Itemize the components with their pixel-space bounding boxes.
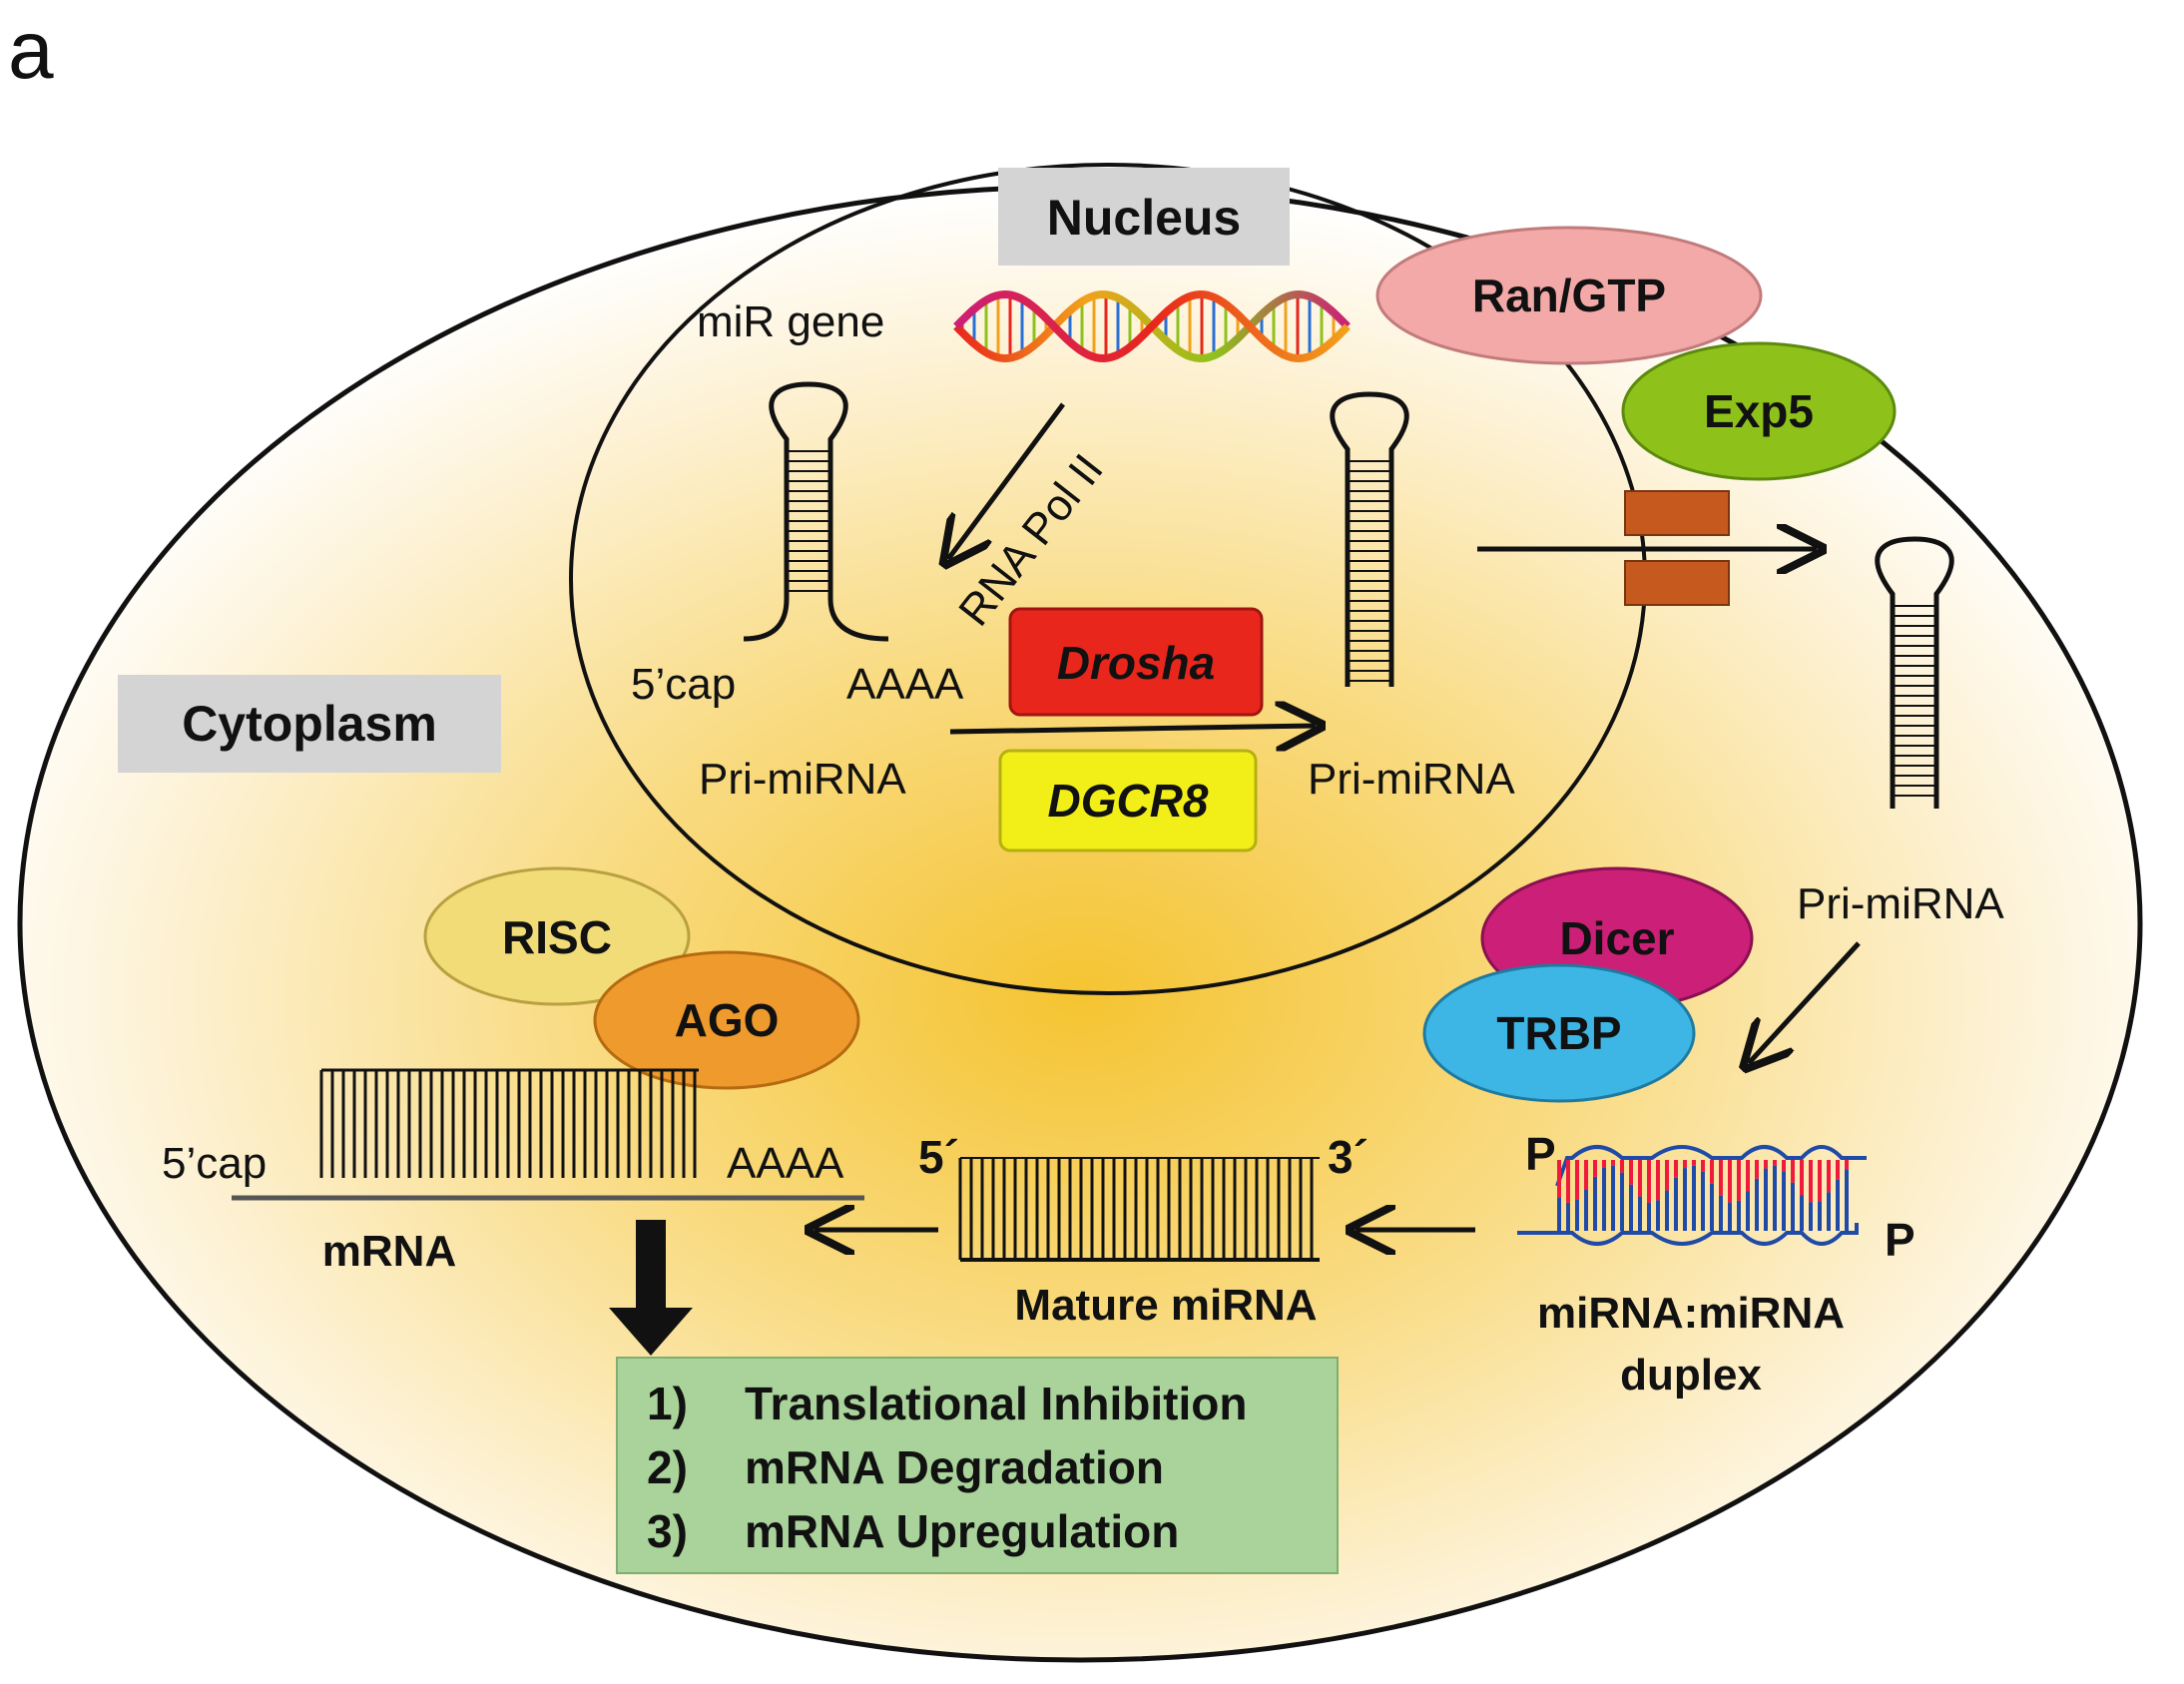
- exp5-protein: Exp5: [1621, 341, 1897, 481]
- five-prime-label: 5´: [918, 1131, 959, 1183]
- ran-gtp-protein: Ran/GTP: [1375, 226, 1763, 365]
- cytoplasm-label-text: Cytoplasm: [182, 696, 437, 752]
- pri-mirna-hairpin-3: [1875, 536, 1954, 809]
- exp5-label: Exp5: [1704, 385, 1814, 437]
- dna-strand-b: [953, 289, 1351, 363]
- drosha-shape: [1008, 607, 1264, 717]
- duplex-label-line1: miRNA:miRNA: [1537, 1289, 1845, 1338]
- pri-mirna-label-2: Pri-miRNA: [1308, 755, 1515, 804]
- outcome-number-1: 1): [647, 1378, 688, 1429]
- outcome-arrow-shaft: [636, 1220, 666, 1310]
- nuclear-pore-bottom: [1624, 560, 1730, 606]
- phosphate-label-top: P: [1525, 1128, 1556, 1180]
- trbp-protein: TRBP: [1422, 963, 1696, 1103]
- nucleus-label-text: Nucleus: [1047, 190, 1242, 246]
- pri-mirna-label-3: Pri-miRNA: [1797, 879, 2004, 928]
- hairpin-backbone: [1330, 391, 1409, 687]
- transcription-arrow: [948, 402, 1066, 559]
- mrna-cap-label: 5’cap: [162, 1139, 267, 1188]
- phosphate-label-bottom: P: [1885, 1214, 1915, 1266]
- nucleus-label: Nucleus: [998, 168, 1290, 266]
- dna-helix-icon: [953, 289, 1351, 363]
- cytoplasm-label-box: [118, 675, 501, 773]
- outcome-arrow-head: [609, 1308, 693, 1356]
- hairpin-backbone: [769, 381, 848, 599]
- outcome-text-2: mRNA Degradation: [745, 1441, 1164, 1493]
- dicer-processing-arrow: [1749, 941, 1861, 1063]
- pri-mirna-hairpin-2: [1330, 391, 1409, 687]
- mature-mirna: [958, 1157, 1320, 1262]
- outcomes-box-bg: [616, 1357, 1339, 1574]
- duplex-guide-strand: [1555, 1145, 1867, 1187]
- dicer-label: Dicer: [1559, 912, 1674, 964]
- three-prime-label: 3´: [1328, 1131, 1368, 1183]
- mrna-label: mRNA: [322, 1227, 456, 1276]
- pri-mirna-label-1: Pri-miRNA: [699, 755, 906, 804]
- drosha-processing-arrow: [949, 726, 1316, 732]
- exp5-shape: [1621, 341, 1897, 481]
- panel-label: a: [8, 5, 54, 96]
- nucleus-label-box: [998, 168, 1290, 266]
- cytoplasm-label: Cytoplasm: [118, 675, 501, 773]
- dgcr8-shape: [998, 749, 1258, 852]
- polya-label-1: AAAA: [846, 660, 964, 709]
- drosha-label: Drosha: [1057, 637, 1215, 689]
- hairpin-tail-5p: [743, 598, 790, 642]
- hairpin-tail-3p: [827, 598, 889, 642]
- target-mrna: [232, 1068, 864, 1201]
- outcome-number-3: 3): [647, 1505, 688, 1557]
- trbp-label: TRBP: [1496, 1007, 1621, 1059]
- nuclear-pore: [1624, 490, 1730, 606]
- ago-shape: [593, 950, 860, 1090]
- hairpin-backbone: [1875, 536, 1954, 809]
- dgcr8-protein: DGCR8: [998, 749, 1258, 852]
- ago-label: AGO: [675, 994, 780, 1046]
- cap-label-1: 5’cap: [631, 660, 736, 709]
- outcome-text-1: Translational Inhibition: [745, 1378, 1247, 1429]
- risc-label: RISC: [502, 911, 612, 963]
- pri-mirna-hairpin-1: [743, 381, 889, 642]
- drosha-protein: Drosha: [1008, 607, 1264, 717]
- outcome-arrow: [609, 1220, 693, 1356]
- duplex-label-line2: duplex: [1620, 1351, 1762, 1400]
- ago-protein: AGO: [593, 950, 860, 1090]
- outcome-text-3: mRNA Upregulation: [745, 1505, 1179, 1557]
- mrna-polya-label: AAAA: [727, 1139, 844, 1188]
- duplex-passenger-strand: [1517, 1223, 1859, 1246]
- ran-gtp-label: Ran/GTP: [1472, 270, 1666, 321]
- dgcr8-label: DGCR8: [1047, 775, 1208, 827]
- outcome-number-2: 2): [647, 1441, 688, 1493]
- risc-shape: [423, 866, 691, 1006]
- mir-gene-label: miR gene: [697, 297, 884, 346]
- nuclear-pore-top: [1624, 490, 1730, 536]
- outcomes-box: 1) Translational Inhibition 2) mRNA Degr…: [616, 1357, 1339, 1574]
- mirna-duplex: [1517, 1145, 1867, 1246]
- trbp-shape: [1422, 963, 1696, 1103]
- ran-gtp-shape: [1375, 226, 1763, 365]
- mature-mirna-label: Mature miRNA: [1014, 1281, 1317, 1330]
- risc-protein: RISC: [423, 866, 691, 1006]
